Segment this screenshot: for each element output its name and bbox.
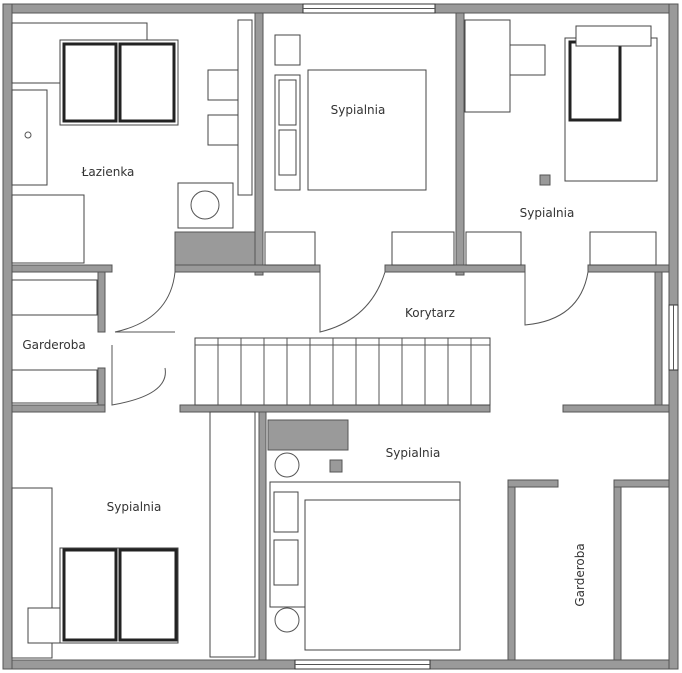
bidet xyxy=(207,69,239,101)
doors xyxy=(111,271,589,406)
label-bedroom-top-right: Sypialnia xyxy=(520,206,575,220)
stairs xyxy=(194,337,491,406)
washing-machine xyxy=(177,182,234,229)
room-labels: Łazienka Sypialnia Sypialnia Korytarz Ga… xyxy=(22,103,587,607)
bedroom-bottom-left-furniture xyxy=(11,411,256,659)
label-bathroom: Łazienka xyxy=(81,165,135,179)
label-bedroom-bottom-left: Sypialnia xyxy=(107,500,162,514)
label-wardrobe-left: Garderoba xyxy=(22,338,85,352)
windows xyxy=(294,3,679,670)
toilet xyxy=(207,114,239,146)
label-corridor: Korytarz xyxy=(405,306,455,320)
bathroom-fixtures xyxy=(11,19,253,264)
shower xyxy=(11,194,85,264)
label-wardrobe-right: Garderoba xyxy=(573,543,587,606)
bedroom-bottom-center-furniture xyxy=(269,452,461,651)
bedroom-top-right-furniture xyxy=(464,19,658,266)
bedroom-top-center-furniture xyxy=(264,34,455,266)
label-bedroom-bottom-center: Sypialnia xyxy=(386,446,441,460)
label-bedroom-top-center: Sypialnia xyxy=(331,103,386,117)
bed xyxy=(307,69,427,191)
interior-walls xyxy=(11,12,670,661)
wardrobe-left-furniture xyxy=(11,279,98,404)
